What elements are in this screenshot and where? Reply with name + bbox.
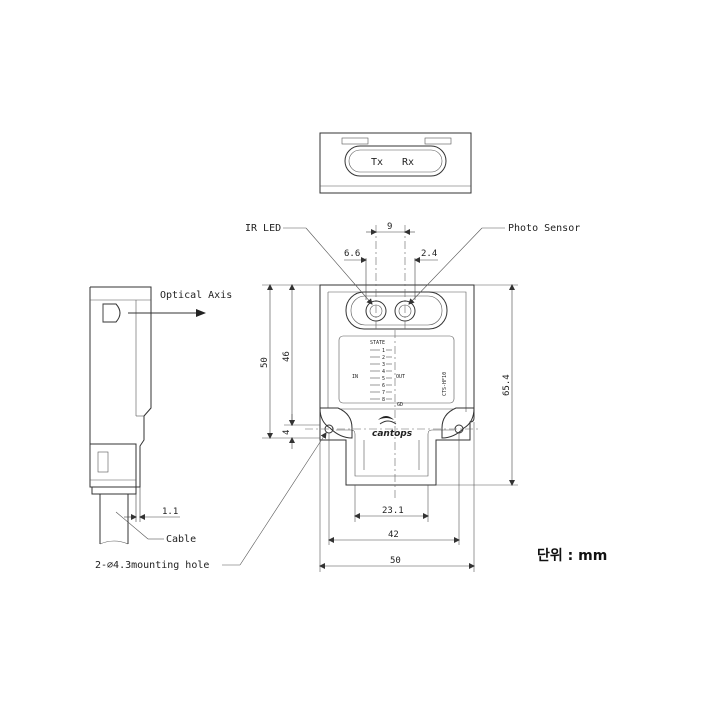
pin-number: 3 bbox=[382, 362, 385, 368]
front-view: STATE IN OUT GD CTS-HF10 1 2 3 4 bbox=[305, 225, 480, 498]
panel-model: CTS-HF10 bbox=[442, 372, 448, 396]
cable-label: Cable bbox=[166, 534, 196, 545]
pin-number: 6 bbox=[382, 383, 385, 389]
panel-out: OUT bbox=[396, 374, 405, 380]
pin-number: 4 bbox=[382, 369, 385, 375]
panel-in: IN bbox=[352, 374, 358, 380]
pin-row: 2 bbox=[370, 355, 392, 361]
pin-row: 3 bbox=[370, 362, 392, 368]
panel-state: STATE bbox=[370, 340, 385, 346]
mounting-hole-label: 2-∅4.3mounting hole bbox=[95, 560, 209, 571]
pin-row: 4 bbox=[370, 369, 392, 375]
side-view: 1.1 Optical Axis bbox=[89, 286, 232, 545]
mounting-hole-callout: 2-∅4.3mounting hole bbox=[95, 432, 327, 571]
dim-50-height: 50 bbox=[260, 357, 270, 368]
pin-row: 6 bbox=[370, 383, 392, 389]
dim-46: 46 bbox=[282, 351, 292, 362]
pin-legend: 1 2 3 4 5 bbox=[370, 348, 392, 403]
pin-number: 7 bbox=[382, 390, 385, 396]
unit-note: 단위 : mm bbox=[537, 547, 607, 564]
top-view: Tx Rx bbox=[319, 132, 472, 194]
pin-number: 5 bbox=[382, 376, 385, 382]
dim-4: 4 bbox=[282, 430, 292, 435]
dim-50-width-group: 50 bbox=[319, 422, 475, 572]
dim-9-group: 9 bbox=[366, 222, 415, 235]
tx-label: Tx bbox=[371, 157, 383, 168]
cable-callout: Cable bbox=[115, 511, 196, 545]
dim-6-6-group: 6.6 bbox=[344, 249, 367, 300]
optical-axis-label: Optical Axis bbox=[160, 290, 232, 301]
dim-9: 9 bbox=[387, 222, 392, 232]
dim-65-4: 65.4 bbox=[502, 374, 512, 396]
pin-row: 5 bbox=[370, 376, 392, 382]
dim-23-1-group: 23.1 bbox=[354, 485, 429, 522]
dim-65-4-group: 65.4 bbox=[436, 284, 518, 486]
ir-led-callout: IR LED bbox=[245, 223, 373, 305]
dim-50-width: 50 bbox=[390, 556, 401, 566]
dim-42-group: 42 bbox=[328, 433, 460, 545]
dim-1-1: 1.1 bbox=[162, 507, 178, 517]
brand-name: cantops bbox=[372, 429, 413, 439]
dim-6-6: 6.6 bbox=[344, 249, 360, 259]
dim-23-1: 23.1 bbox=[382, 506, 404, 516]
photo-sensor-label: Photo Sensor bbox=[508, 223, 580, 234]
photo-sensor-callout: Photo Sensor bbox=[408, 223, 580, 305]
dim-46-group: 46 bbox=[282, 284, 320, 426]
brand-logo: cantops bbox=[372, 416, 413, 439]
dim-4-group: 4 bbox=[282, 414, 295, 449]
pin-row: 8 bbox=[370, 397, 392, 403]
pin-number: 1 bbox=[382, 348, 385, 354]
dim-2-4-group: 2.4 bbox=[414, 249, 438, 300]
dim-2-4: 2.4 bbox=[421, 249, 437, 259]
pin-number: 8 bbox=[382, 397, 385, 403]
pin-row: 7 bbox=[370, 390, 392, 396]
pin-row: 1 bbox=[370, 348, 392, 354]
dim-42: 42 bbox=[388, 530, 399, 540]
pin-number: 2 bbox=[382, 355, 385, 361]
rx-label: Rx bbox=[402, 157, 414, 168]
ir-led-label: IR LED bbox=[245, 223, 281, 234]
panel-gd: GD bbox=[397, 402, 403, 408]
